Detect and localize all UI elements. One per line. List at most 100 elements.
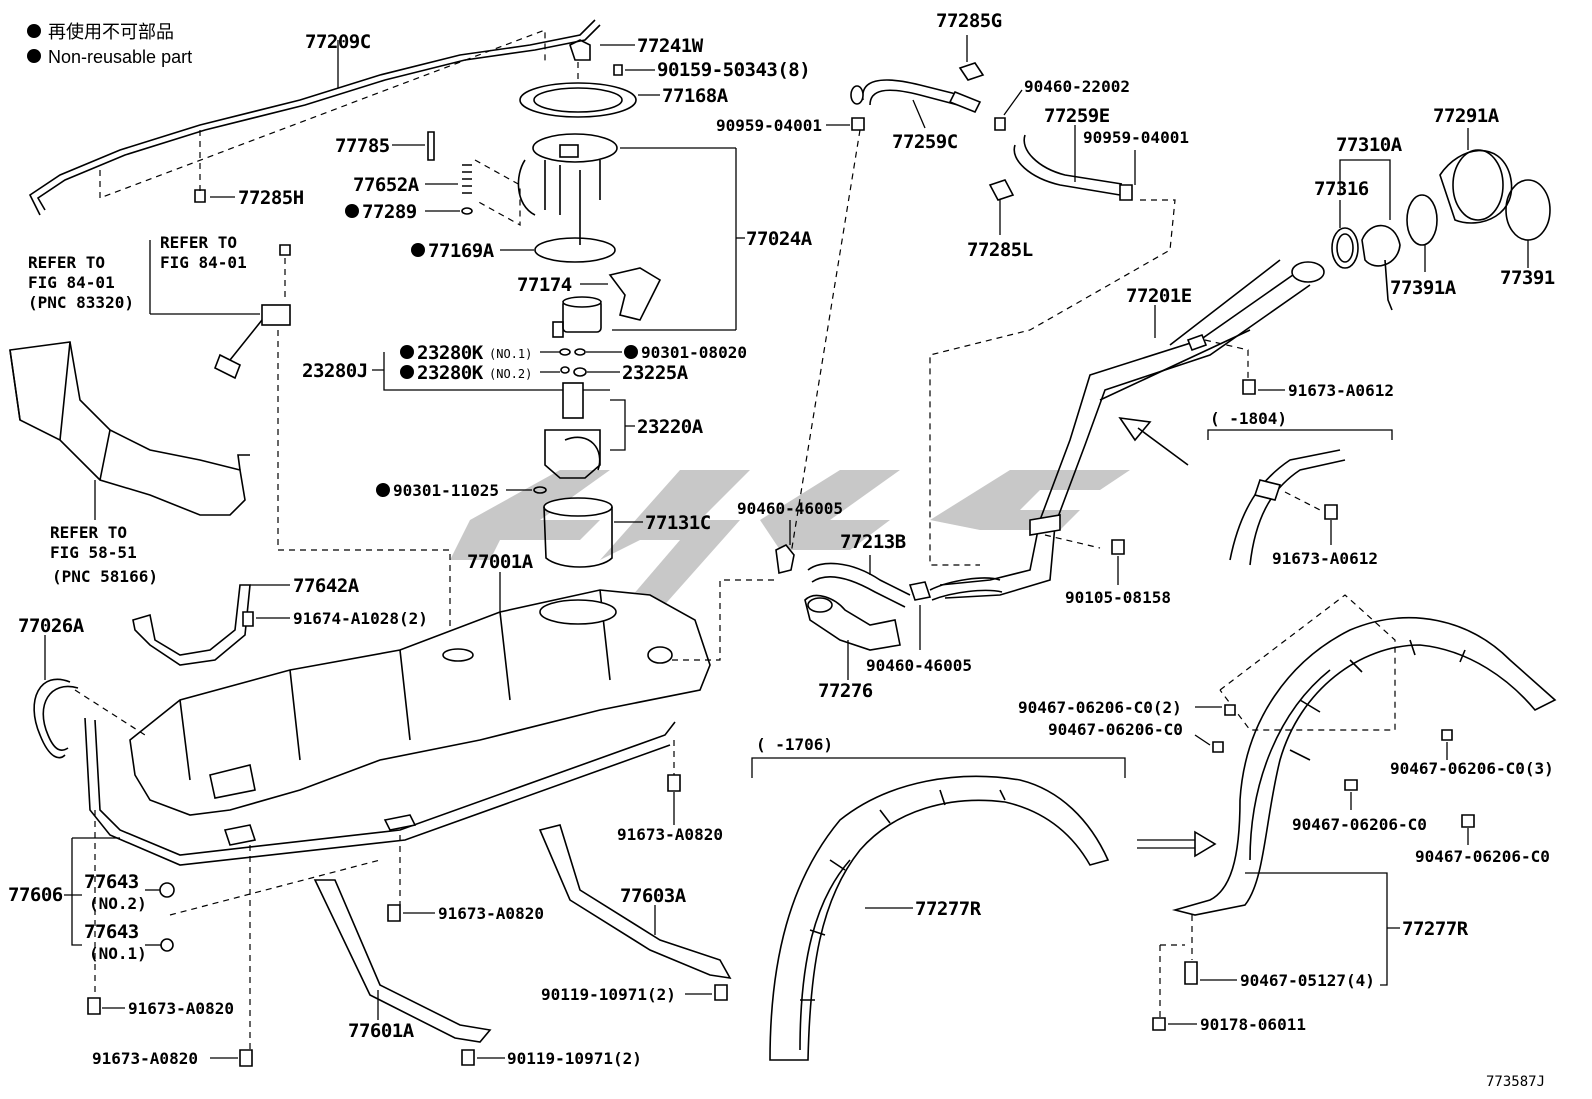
part-label-77285H: 77285H bbox=[238, 187, 304, 209]
part-label-77259C: 77259C bbox=[892, 131, 958, 153]
bullet-icon bbox=[624, 345, 638, 359]
part-label-77391: 77391 bbox=[1500, 267, 1555, 289]
part-label-23280J: 23280J bbox=[302, 360, 368, 382]
part-label-90467-C0-3: 90467-06206-C0(3) bbox=[1390, 759, 1554, 778]
fuel-tank-protector: REFER TO FIG 58-51 (PNC 58166) bbox=[9, 341, 250, 586]
range-label-1706: ( -1706) bbox=[756, 735, 833, 754]
part-label-23280K-no1: 23280K bbox=[417, 342, 484, 364]
part-label-77603A: 77603A bbox=[620, 885, 687, 907]
part-label-77606: 77606 bbox=[8, 884, 63, 906]
part-label-77174: 77174 bbox=[517, 274, 572, 296]
part-label-77001A: 77001A bbox=[467, 551, 534, 573]
legend: 再使用不可部品 Non-reusable part bbox=[27, 22, 192, 67]
part-label-77277R-b: 77277R bbox=[1402, 918, 1469, 940]
part-label-90959-04001-b: 90959-04001 bbox=[1083, 128, 1189, 147]
ref-text: FIG 58-51 bbox=[50, 543, 137, 562]
part-label-23225A: 23225A bbox=[622, 362, 689, 384]
part-label-91673-A0612-a: 91673-A0612 bbox=[1288, 381, 1394, 400]
part-label-77259E: 77259E bbox=[1044, 105, 1110, 127]
part-label-90959-04001-a: 90959-04001 bbox=[716, 116, 822, 135]
legend-text-jp: 再使用不可部品 bbox=[48, 22, 174, 42]
figure-id: 773587J bbox=[1486, 1074, 1545, 1090]
part-label-77316: 77316 bbox=[1314, 178, 1369, 200]
bullet-icon bbox=[27, 49, 41, 63]
part-note-77643-no2: (NO.2) bbox=[89, 894, 147, 913]
part-label-90301-08020: 90301-08020 bbox=[641, 343, 747, 362]
part-label-90467-C0-2: 90467-06206-C0(2) bbox=[1018, 698, 1182, 717]
ref-text: FIG 84-01 bbox=[160, 253, 247, 272]
legend-text-en: Non-reusable part bbox=[48, 47, 192, 67]
part-label-90105-08158: 90105-08158 bbox=[1065, 588, 1171, 607]
mudguard-right: 90467-06206-C0(2) 90467-06206-C0 90467-0… bbox=[1018, 594, 1557, 1034]
watermark-logo bbox=[450, 470, 1130, 610]
bullet-icon bbox=[400, 365, 414, 379]
ref-text: (PNC 83320) bbox=[28, 293, 134, 312]
part-label-91673-A0820-a: 91673-A0820 bbox=[617, 825, 723, 844]
part-label-77024A: 77024A bbox=[746, 228, 813, 250]
part-label-90119-10971-b: 90119-10971(2) bbox=[507, 1049, 642, 1068]
detail-1804: ( -1804) 91673-A0612 bbox=[1207, 409, 1393, 568]
part-label-77642A: 77642A bbox=[293, 575, 360, 597]
hose-77026A: 77026A bbox=[18, 615, 146, 759]
fuel-gauge-reference: REFER TO FIG 84-01 (PNC 83320) REFER TO … bbox=[28, 233, 451, 650]
filler-neck-77201E: 77201E 91673-A0612 90105-08158 bbox=[939, 259, 1394, 607]
part-label-77285L: 77285L bbox=[967, 239, 1033, 261]
part-label-77785: 77785 bbox=[335, 135, 390, 157]
part-label-90460-46005-b: 90460-46005 bbox=[866, 656, 972, 675]
range-label-1804: ( -1804) bbox=[1210, 409, 1287, 428]
straps: 77601A 90119-10971(2) 77603A 90119-10971… bbox=[313, 824, 732, 1068]
part-label-23280K-no2: 23280K bbox=[417, 362, 484, 384]
breather-hoses: 77285G 90460-22002 90959-04001 77259C 77… bbox=[716, 10, 1189, 566]
part-label-77391A: 77391A bbox=[1390, 277, 1457, 299]
part-label-77026A: 77026A bbox=[18, 615, 85, 637]
part-label-90467-C0-a: 90467-06206-C0 bbox=[1048, 720, 1183, 739]
part-label-23220A: 23220A bbox=[637, 416, 704, 438]
ref-text: REFER TO bbox=[50, 523, 127, 542]
part-label-90467-05127: 90467-05127(4) bbox=[1240, 971, 1375, 990]
part-label-77131C: 77131C bbox=[645, 512, 711, 534]
part-note-no1: (NO.1) bbox=[489, 347, 532, 361]
ref-text: FIG 84-01 bbox=[28, 273, 115, 292]
fuel-pump-assembly: 77241W 90159-50343(8) 77168A 77024A 7778… bbox=[194, 35, 813, 568]
bullet-icon bbox=[27, 24, 41, 38]
bullet-icon bbox=[345, 204, 359, 218]
part-label-77209C: 77209C bbox=[305, 31, 371, 53]
ref-text: REFER TO bbox=[160, 233, 237, 252]
part-label-77168A: 77168A bbox=[662, 85, 729, 107]
fuel-pipe-77209C: 77209C bbox=[28, 19, 601, 216]
part-label-91673-A0820-c: 91673-A0820 bbox=[128, 999, 234, 1018]
part-note-77643-no1: (NO.1) bbox=[89, 944, 147, 963]
filler-hoses: 90460-46005 77213B 77276 90460-46005 bbox=[737, 499, 1003, 702]
part-label-77310A: 77310A bbox=[1336, 134, 1403, 156]
part-label-90119-10971-a: 90119-10971(2) bbox=[541, 985, 676, 1004]
part-label-90460-22002: 90460-22002 bbox=[1024, 77, 1130, 96]
part-label-77169A: 77169A bbox=[428, 240, 495, 262]
ref-text: (PNC 58166) bbox=[52, 567, 158, 586]
bullet-icon bbox=[400, 345, 414, 359]
fuel-tank-77001A: 77001A bbox=[129, 551, 775, 816]
part-label-90467-C0-c: 90467-06206-C0 bbox=[1415, 847, 1550, 866]
part-label-90178-06011: 90178-06011 bbox=[1200, 1015, 1306, 1034]
bullet-icon bbox=[376, 483, 390, 497]
fuel-cap-components: 77310A 77316 77391A 77291A 77391 bbox=[1314, 105, 1555, 311]
part-label-77643-no1: 77643 bbox=[84, 921, 139, 943]
mudguard-left: ( -1706) 77277R bbox=[751, 735, 1217, 1061]
part-label-90467-C0-b: 90467-06206-C0 bbox=[1292, 815, 1427, 834]
tank-band-77606: 77606 77643 (NO.2) 77643 (NO.1) 91673-A0… bbox=[8, 717, 723, 1068]
part-label-91673-A0820-d: 91673-A0820 bbox=[92, 1049, 198, 1068]
part-label-77601A: 77601A bbox=[348, 1020, 415, 1042]
part-label-77241W: 77241W bbox=[637, 35, 704, 57]
part-label-77291A: 77291A bbox=[1433, 105, 1500, 127]
part-label-91674-A1028: 91674-A1028(2) bbox=[293, 609, 428, 628]
part-label-77643-no2: 77643 bbox=[84, 871, 139, 893]
part-label-90159-50343: 90159-50343(8) bbox=[657, 59, 810, 81]
bracket-77642A: 77642A 91674-A1028(2) bbox=[132, 575, 428, 666]
part-label-77213B: 77213B bbox=[840, 531, 906, 553]
part-label-77201E: 77201E bbox=[1126, 285, 1192, 307]
part-label-90460-46005-a: 90460-46005 bbox=[737, 499, 843, 518]
bullet-icon bbox=[411, 243, 425, 257]
part-label-77276: 77276 bbox=[818, 680, 873, 702]
part-label-90301-11025: 90301-11025 bbox=[393, 481, 499, 500]
